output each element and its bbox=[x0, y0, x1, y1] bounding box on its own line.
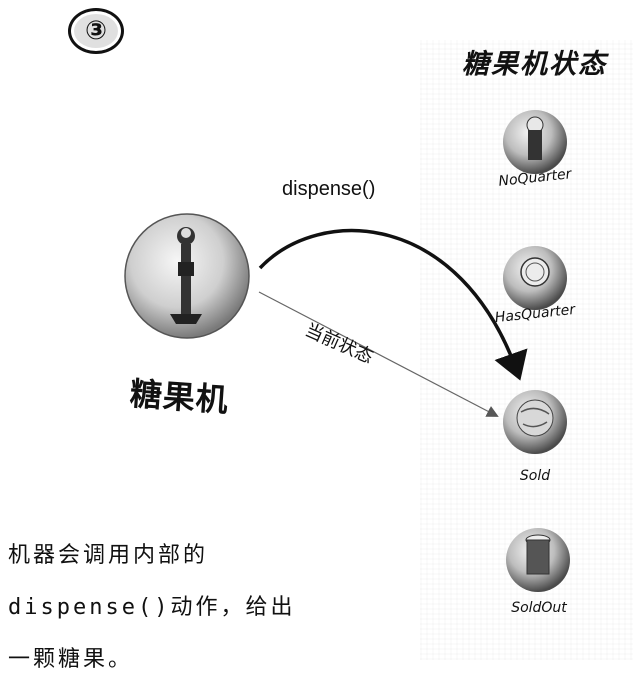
state-ball-soldout bbox=[506, 528, 570, 592]
current-state-arrow bbox=[258, 291, 499, 417]
state-ball-noquarter bbox=[503, 110, 567, 174]
state-label-sold: Sold bbox=[519, 468, 551, 484]
machine-label: 糖果机 bbox=[128, 374, 231, 420]
gumball-machine-ball bbox=[124, 213, 250, 339]
caption: 机器会调用内部的 dispense()动作，给出 一颗糖果。 bbox=[8, 530, 338, 686]
dispense-label: dispense() bbox=[282, 178, 376, 200]
state-ball-sold bbox=[503, 390, 567, 454]
empty-gumball-machine-icon bbox=[525, 534, 551, 575]
step-number-badge: ③ bbox=[68, 8, 124, 54]
gumball-machine-icon bbox=[526, 116, 544, 160]
globe-icon bbox=[516, 399, 554, 437]
caption-line: 机器会调用内部的 bbox=[8, 543, 209, 568]
dispense-arrow bbox=[258, 228, 528, 381]
quarter-coin-icon bbox=[520, 257, 550, 287]
state-label-soldout: SoldOut bbox=[511, 600, 567, 616]
caption-line: 一颗糖果。 bbox=[8, 647, 134, 672]
gumball-machine-icon bbox=[170, 227, 202, 324]
caption-line: dispense()动作，给出 bbox=[8, 595, 296, 620]
states-title: 糖果机状态 bbox=[462, 49, 607, 80]
state-ball-hasquarter bbox=[503, 246, 567, 310]
